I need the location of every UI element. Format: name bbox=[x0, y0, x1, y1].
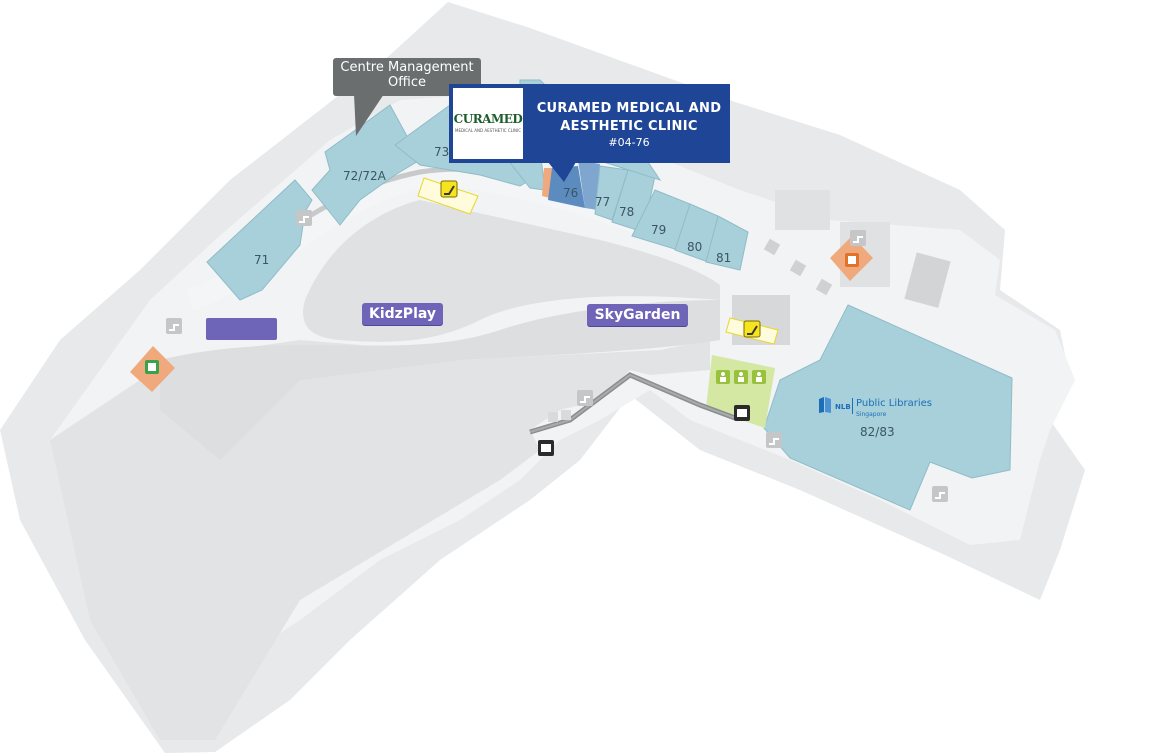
shop-unit-76 bbox=[548, 166, 585, 208]
walkway-line-inner bbox=[529, 373, 736, 433]
lift-icon[interactable] bbox=[538, 440, 554, 456]
library-unit-number: 82/83 bbox=[860, 425, 895, 439]
shop-unit-76b bbox=[578, 160, 600, 210]
pillar bbox=[789, 259, 807, 277]
service-block bbox=[775, 190, 830, 230]
store-logo: CURAMED MEDICAL AND AESTHETIC CLINIC bbox=[453, 88, 523, 159]
restroom-icon[interactable] bbox=[734, 370, 748, 384]
lift-icon[interactable] bbox=[845, 253, 859, 267]
unit-label: 73 bbox=[434, 145, 449, 159]
escalator-icon[interactable] bbox=[725, 317, 779, 345]
library-unit bbox=[763, 304, 1013, 511]
unit-label: 79 bbox=[651, 223, 666, 237]
callout-line: Centre Management bbox=[340, 60, 474, 75]
callout-pointer bbox=[354, 94, 384, 136]
lift-icon[interactable] bbox=[734, 405, 750, 421]
unit-label: 77 bbox=[595, 195, 610, 209]
zone-tag-kidzplay[interactable]: KidzPlay bbox=[362, 303, 443, 325]
pillar bbox=[815, 278, 833, 296]
restroom-icon[interactable] bbox=[752, 370, 766, 384]
callout-line: Office bbox=[388, 75, 426, 90]
library-logo[interactable]: NLB Public Libraries Singapore bbox=[818, 395, 958, 425]
library-divider bbox=[852, 398, 853, 414]
store-name: CURAMED MEDICAL AND AESTHETIC CLINIC bbox=[533, 100, 725, 136]
store-unit-number: #04-76 bbox=[608, 136, 650, 149]
staircase-icon[interactable] bbox=[932, 486, 948, 502]
unit-label: 76 bbox=[563, 186, 578, 200]
pillar bbox=[763, 238, 781, 256]
shop-unit-77 bbox=[594, 165, 629, 221]
zone-tag-skygarden[interactable]: SkyGarden bbox=[587, 304, 688, 326]
unit-label: 81 bbox=[716, 251, 731, 265]
skygarden-area bbox=[160, 300, 720, 460]
unit-label: 78 bbox=[619, 205, 634, 219]
restroom-icon[interactable] bbox=[716, 370, 730, 384]
staircase-icon[interactable] bbox=[850, 230, 866, 246]
unit-label: 72/72A bbox=[343, 169, 387, 183]
library-country: Singapore bbox=[856, 411, 887, 418]
callout-featured-store[interactable]: CURAMED MEDICAL AND AESTHETIC CLINIC CUR… bbox=[449, 84, 730, 163]
zone-tag-blank bbox=[206, 318, 277, 340]
callout-pointer bbox=[548, 162, 576, 182]
service-block bbox=[904, 252, 951, 308]
shop-unit-81 bbox=[705, 215, 749, 271]
library-brand: NLB bbox=[835, 403, 851, 411]
staircase-icon[interactable] bbox=[577, 390, 593, 406]
unit-label: 80 bbox=[687, 240, 702, 254]
store-name-line: AESTHETIC CLINIC bbox=[560, 119, 698, 134]
unit-label: 71 bbox=[254, 253, 269, 267]
library-logo-icon bbox=[819, 397, 831, 413]
travelator-icon bbox=[548, 410, 571, 422]
store-name-line: CURAMED MEDICAL AND bbox=[536, 101, 722, 116]
escalator-icon[interactable] bbox=[417, 177, 479, 215]
store-logo-text: CURAMED bbox=[453, 112, 523, 126]
library-name: Public Libraries bbox=[856, 398, 932, 409]
staircase-icon[interactable] bbox=[766, 432, 782, 448]
shop-unit-71 bbox=[206, 179, 313, 301]
lift-icon[interactable] bbox=[145, 360, 159, 374]
store-logo-subtext: MEDICAL AND AESTHETIC CLINIC bbox=[455, 128, 521, 133]
staircase-icon[interactable] bbox=[166, 318, 182, 334]
staircase-icon[interactable] bbox=[296, 210, 312, 226]
